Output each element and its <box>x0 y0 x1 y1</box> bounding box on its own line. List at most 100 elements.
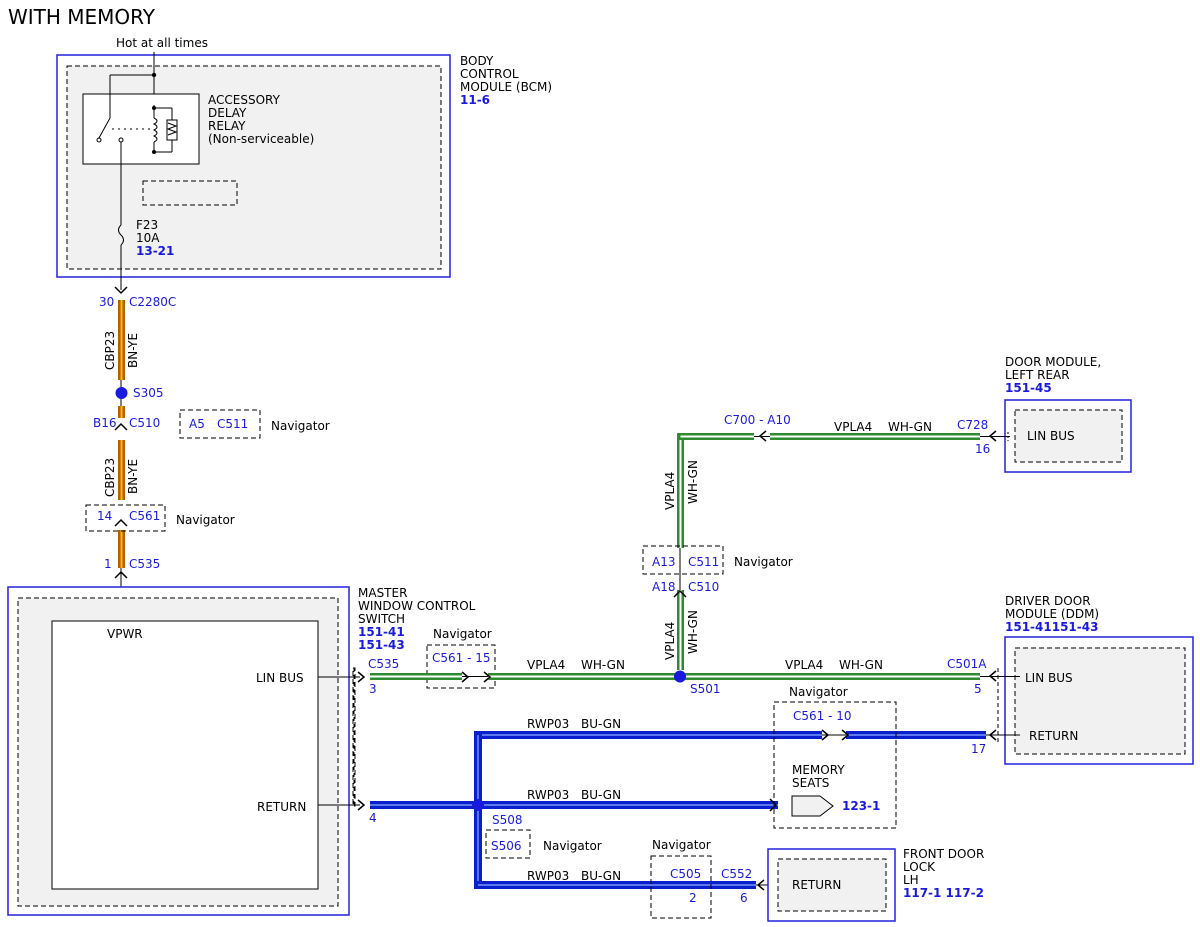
c561-10-label: C561 - 10 <box>793 709 852 723</box>
s506-label: S506 <box>491 839 522 853</box>
c505-label: C505 <box>670 867 701 881</box>
relay-name-line-3: RELAY <box>208 119 246 133</box>
wire-bnye-label-1: BN-YE <box>126 333 140 368</box>
ddm-name-2: MODULE (DDM) <box>1005 607 1099 621</box>
door-module-left-rear[interactable] <box>1004 399 1132 473</box>
door-lock-ref-link[interactable]: 117-1 117-2 <box>903 886 984 900</box>
diagram-title: WITH MEMORY <box>8 5 156 29</box>
wire-vpla4-label-3: VPLA4 <box>663 472 677 510</box>
master-pin-3: 3 <box>369 682 377 696</box>
fuse-ref-link[interactable]: 13-21 <box>136 244 174 258</box>
wire-cbp23[interactable] <box>118 300 125 568</box>
memory-seats-connector-icon <box>791 795 834 817</box>
bcm-name-line-2: CONTROL <box>460 67 519 81</box>
master-switch-ref-2[interactable]: 151-43 <box>358 638 405 652</box>
navigator-label-7: Navigator <box>652 838 711 852</box>
master-switch-return: RETURN <box>257 800 306 814</box>
s305-label: S305 <box>133 386 164 400</box>
navigator-label-3: Navigator <box>433 627 492 641</box>
ddm-pin-17: 17 <box>971 742 986 756</box>
c552-pin-6: 6 <box>740 891 748 905</box>
master-switch-name-3: SWITCH <box>358 612 405 626</box>
master-c535-label: C535 <box>368 657 399 671</box>
bcm-ref-link[interactable]: 11-6 <box>460 93 490 107</box>
c511-pin: A5 <box>189 417 205 431</box>
master-window-control-switch[interactable] <box>7 586 350 916</box>
c561-pin: 14 <box>97 509 112 523</box>
c552-label: C552 <box>721 867 752 881</box>
c561-label: C561 <box>129 509 160 523</box>
ddm-return: RETURN <box>1029 729 1078 743</box>
s508-label: S508 <box>492 813 523 827</box>
ddm-lin-bus: LIN BUS <box>1025 671 1073 685</box>
rear-door-name-2: LEFT REAR <box>1005 368 1070 382</box>
navigator-label-2: Navigator <box>176 513 235 527</box>
master-pin-4: 4 <box>369 811 377 825</box>
rear-c510-label: C510 <box>688 580 719 594</box>
wire-vpla4-vertical[interactable] <box>677 433 980 670</box>
c561-15-label: C561 - 15 <box>432 651 491 665</box>
rear-c511-pin: A13 <box>652 555 675 569</box>
wire-whgn-label-5: WH-GN <box>888 420 932 434</box>
door-lock-name-3: LH <box>903 873 919 887</box>
ddm-name-1: DRIVER DOOR <box>1005 594 1091 608</box>
wire-whgn-label-3: WH-GN <box>686 460 700 504</box>
door-lock-name-2: LOCK <box>903 860 936 874</box>
wire-vpla4-lin-bus[interactable] <box>370 673 980 680</box>
navigator-label-1: Navigator <box>271 419 330 433</box>
rear-c511-label: C511 <box>688 555 719 569</box>
ddm-ref-link[interactable]: 151-41151-43 <box>1005 620 1098 634</box>
c700-label: C700 - A10 <box>724 413 791 427</box>
wire-rwp03-label-1: RWP03 <box>527 717 569 731</box>
wire-rwp03-label-3: RWP03 <box>527 869 569 883</box>
relay-name-line-2: DELAY <box>208 106 247 120</box>
bcm-name-line-3: MODULE (BCM) <box>460 80 552 94</box>
wire-bugn-label-3: BU-GN <box>581 869 621 883</box>
fuse-icon <box>118 224 124 290</box>
front-door-lock-lh[interactable] <box>767 848 896 922</box>
rear-door-lin-bus: LIN BUS <box>1027 429 1075 443</box>
bcm-name-line-1: BODY <box>460 54 494 68</box>
rear-door-ref-link[interactable]: 151-45 <box>1005 381 1052 395</box>
wire-bugn-label-2: BU-GN <box>581 788 621 802</box>
wire-whgn-label-2: WH-GN <box>839 658 883 672</box>
wire-bnye-label-2: BN-YE <box>126 459 140 494</box>
master-switch-lin-bus: LIN BUS <box>256 671 304 685</box>
wire-whgn-label-4: WH-GN <box>686 610 700 654</box>
relay-name-line-4: (Non-serviceable) <box>208 132 314 146</box>
door-lock-return: RETURN <box>792 878 841 892</box>
c535-pin: 1 <box>104 557 112 571</box>
memory-seats-name-1: MEMORY <box>792 763 845 777</box>
c505-pin-2: 2 <box>689 891 697 905</box>
wire-whgn-label-1: WH-GN <box>581 658 625 672</box>
wire-vpla4-label-5: VPLA4 <box>834 420 872 434</box>
s501-label: S501 <box>690 682 721 696</box>
accessory-delay-relay <box>82 74 200 225</box>
wire-cbp23-label-2: CBP23 <box>103 458 117 497</box>
fuse-name: F23 <box>136 218 158 232</box>
master-switch-ref-1[interactable]: 151-41 <box>358 625 405 639</box>
wire-rwp03-label-2: RWP03 <box>527 788 569 802</box>
wire-vpla4-label-1: VPLA4 <box>527 658 565 672</box>
driver-door-module[interactable] <box>1004 636 1194 765</box>
c2280c-label: C2280C <box>129 295 176 309</box>
wire-vpla4-label-4: VPLA4 <box>663 622 677 660</box>
splice-s305[interactable] <box>115 387 128 399</box>
master-switch-name-2: WINDOW CONTROL <box>358 599 476 613</box>
memory-seats-ref-link[interactable]: 123-1 <box>842 799 880 813</box>
splice-s508[interactable] <box>472 799 484 811</box>
master-switch-name-1: MASTER <box>358 586 407 600</box>
navigator-label-5: Navigator <box>543 839 602 853</box>
wire-cbp23-label-1: CBP23 <box>103 331 117 370</box>
relay-name-line-1: ACCESSORY <box>208 93 281 107</box>
c511-label: C511 <box>217 417 248 431</box>
c2280c-pin: 30 <box>99 295 114 309</box>
master-switch-vpwr: VPWR <box>107 627 143 641</box>
wire-vpla4-label-2: VPLA4 <box>785 658 823 672</box>
body-control-module[interactable]: BODY CONTROL MODULE (BCM) 11-6 <box>56 54 552 278</box>
splice-s501[interactable] <box>674 670 686 683</box>
fuse-rating: 10A <box>136 231 160 245</box>
navigator-label-4: Navigator <box>734 555 793 569</box>
wire-bugn-label-1: BU-GN <box>581 717 621 731</box>
